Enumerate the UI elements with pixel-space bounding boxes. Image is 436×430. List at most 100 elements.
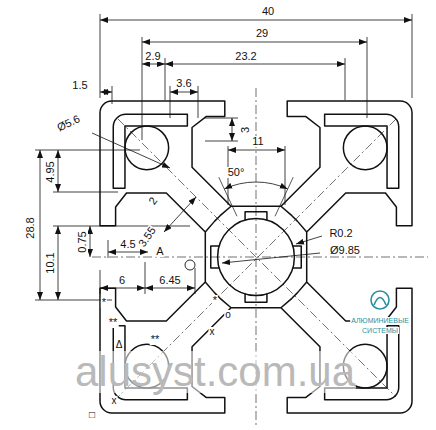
surface-mark: ** <box>150 334 161 345</box>
leader-line <box>296 236 322 244</box>
extension-line <box>205 118 238 119</box>
dimension-slot: 2 <box>142 192 161 209</box>
dimension-line <box>232 118 233 141</box>
corner-hole <box>343 126 387 170</box>
dimension-line <box>145 288 195 289</box>
extension-line <box>112 86 113 104</box>
dimension-line <box>142 42 367 43</box>
angle-dimension-slot: 50° <box>227 162 246 180</box>
surface-mark-slot: o <box>224 304 232 322</box>
diameter-dimension-slot: Ø5.6 <box>52 108 83 135</box>
logo-text: АЛЮМИНИЕВЫЕ <box>350 317 410 324</box>
dimension-line <box>100 288 145 289</box>
dimension-slot: 23.2 <box>234 46 257 64</box>
dimension-line <box>165 64 345 65</box>
extension-line <box>412 14 413 98</box>
extension-line <box>367 37 368 118</box>
logo-text: СИСТЕМЫ <box>361 327 399 334</box>
core-chamfer <box>281 282 307 308</box>
surface-mark: Δ <box>115 340 124 350</box>
surface-mark: * <box>101 297 107 308</box>
profile-quadrant <box>100 101 256 257</box>
dimension: 4.95 <box>45 160 56 183</box>
dimension-line <box>170 92 198 93</box>
corner-cavity <box>325 114 399 188</box>
surface-mark: □ <box>88 410 96 420</box>
dimension: 10.1 <box>45 251 56 274</box>
dimension: 11 <box>251 136 264 147</box>
reference-letter: A <box>155 246 164 257</box>
corner-cavity <box>113 114 187 188</box>
dimension-slot: 6 <box>118 270 126 288</box>
extension-line <box>100 14 101 98</box>
dimension: 2.9 <box>144 51 161 62</box>
radius-dimension-slot: R0.2 <box>328 223 353 241</box>
dimension-lines <box>35 14 412 300</box>
dimension: 3.6 <box>175 78 192 89</box>
surface-mark-slot: ** <box>108 312 119 330</box>
surface-mark: ** <box>108 317 119 328</box>
dimension: 28.8 <box>25 216 36 239</box>
surface-mark-slot: □ <box>88 404 96 422</box>
core-chamfer <box>281 206 307 232</box>
dimension: 29 <box>255 28 269 39</box>
dimension-slot: 3.6 <box>175 73 192 91</box>
outer-contour <box>100 101 256 257</box>
extension-line <box>145 262 146 294</box>
dimension-line <box>58 226 59 300</box>
logo-text-slot: АЛЮМИНИЕВЫЕ <box>350 309 410 327</box>
dimension-slot: 2.9 <box>144 46 161 64</box>
surface-mark: x <box>209 327 216 337</box>
watermark-slot: alusyst.com.ua <box>74 351 356 393</box>
dimension: 4.5 <box>119 239 136 250</box>
extension-line <box>108 240 109 258</box>
core-chamfer <box>205 282 231 308</box>
extension-line <box>53 192 118 193</box>
center-line <box>92 257 428 258</box>
dimension-slot: 10.1 <box>40 251 58 274</box>
extension-line <box>205 141 238 142</box>
logo-ring <box>371 291 389 309</box>
dimension: 2 <box>146 194 160 207</box>
leader-line <box>92 133 170 168</box>
dimension-line <box>164 197 196 232</box>
dimension-slot: 11 <box>251 131 264 149</box>
logo-icon <box>371 291 389 309</box>
dimension: 6.45 <box>158 275 181 286</box>
dimension: 6 <box>118 275 126 286</box>
diameter-dimension: Ø5.6 <box>55 113 83 134</box>
surface-mark-slot: Δ <box>115 334 124 352</box>
extension-line <box>35 150 140 151</box>
dimension-slot: 1.5 <box>71 75 88 93</box>
dimension-slot: 6.45 <box>158 270 181 288</box>
dimension-line <box>142 64 165 65</box>
surface-mark-slot: * <box>212 290 218 308</box>
dimension-slot: 29 <box>255 23 269 41</box>
reference-letter-slot: A <box>155 241 164 259</box>
radius-dimension: R0.2 <box>328 228 353 239</box>
watermark: alusyst.com.ua <box>74 351 356 393</box>
surface-mark-slot: x <box>209 321 216 339</box>
reference-circle <box>185 260 195 270</box>
dimension-slot: 3 <box>235 126 253 134</box>
logo-text-slot: СИСТЕМЫ <box>361 319 399 337</box>
dimension-line <box>90 226 91 257</box>
dimension: 3 <box>240 126 251 134</box>
surface-mark: * <box>212 295 218 306</box>
surface-mark: x <box>111 396 118 406</box>
dimension-line <box>40 150 41 300</box>
extension-line <box>142 37 143 140</box>
corner-hole <box>125 126 169 170</box>
dimension-slot: 28.8 <box>20 216 38 239</box>
dimension-line <box>228 150 285 151</box>
angle-arc <box>224 182 287 189</box>
profile-quadrant <box>256 101 412 257</box>
diameter-dimension: Ø9.85 <box>329 245 361 256</box>
dimension: 40 <box>261 6 275 17</box>
dimension-slot: 4.95 <box>40 160 58 183</box>
angle-ray <box>219 177 237 216</box>
dimension: 1.5 <box>71 80 88 91</box>
dimension: 0.75 <box>77 230 88 253</box>
dimension-slot: 40 <box>261 1 275 19</box>
leader-line <box>222 253 320 263</box>
